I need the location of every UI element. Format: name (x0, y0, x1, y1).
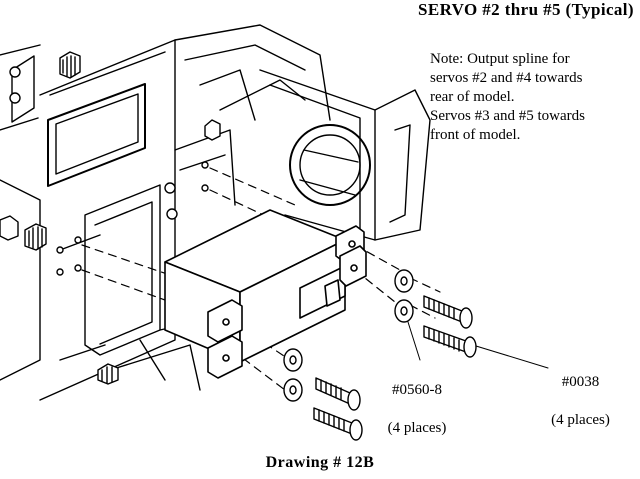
drawing-title: SERVO #2 thru #5 (Typical) (418, 0, 634, 19)
leader-lines (408, 322, 548, 368)
screw-part-number: #0038 (561, 374, 600, 390)
servo (165, 210, 366, 378)
screws (314, 296, 476, 440)
mounting-nuts (0, 52, 220, 384)
washer-callout: #0560-8 (4 places) (372, 362, 462, 438)
washer-quantity: (4 places) (387, 420, 447, 436)
drawing-caption: Drawing # 12B (265, 454, 375, 471)
screw-callout: #0038 (4 places) (533, 354, 628, 430)
washer-part-number: #0560-8 (392, 382, 442, 398)
orientation-note: Note: Output spline for servos #2 and #4… (430, 51, 585, 143)
washers (284, 270, 413, 401)
screw-quantity: (4 places) (551, 412, 610, 428)
